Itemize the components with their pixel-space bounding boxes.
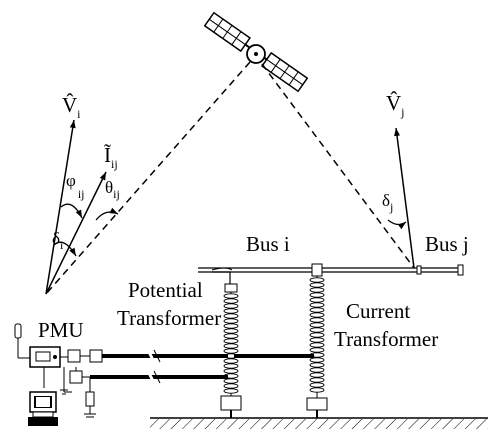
phi-label: φij <box>66 171 84 201</box>
insulator-shed <box>309 377 325 383</box>
insulator-shed <box>309 282 325 288</box>
insulator-shed <box>223 293 239 299</box>
voltage-phasor-j <box>394 127 415 269</box>
bus-j-label: Bus j <box>425 232 469 256</box>
insulator-shed <box>309 312 325 318</box>
insulator-shed <box>223 333 239 339</box>
transmission-line <box>198 263 464 277</box>
insulator-shed <box>223 298 239 304</box>
current-phasor-ij <box>45 171 107 295</box>
voltage-phasor-i <box>45 119 76 295</box>
ct-label-line1: Current <box>346 299 410 323</box>
insulator-shed <box>223 388 239 394</box>
ground <box>150 417 488 429</box>
insulator-shed <box>223 383 239 389</box>
insulator-shed <box>309 372 325 378</box>
current-transformer <box>306 276 328 418</box>
angle-arc-theta <box>95 207 119 221</box>
theta-label: θij <box>105 178 120 201</box>
voltage-i-label: V̂i <box>62 93 81 121</box>
insulator-shed <box>309 292 325 298</box>
angle-arc-delta-i <box>53 241 77 257</box>
current-ij-label: Ĩij <box>104 143 118 171</box>
gps-signal-line-right <box>261 63 415 269</box>
insulator-shed <box>309 322 325 328</box>
insulator-shed <box>309 302 325 308</box>
insulator-shed <box>223 303 239 309</box>
insulator-shed <box>309 357 325 363</box>
insulator-shed <box>309 327 325 333</box>
insulator-shed <box>309 367 325 373</box>
potential-transformer <box>212 271 242 418</box>
insulator-shed <box>223 318 239 324</box>
satellite-icon <box>203 11 309 93</box>
insulator-shed <box>223 378 239 384</box>
pt-label-line1: Potential <box>128 278 203 302</box>
insulator-shed <box>309 347 325 353</box>
delta-j-label: δj <box>382 191 393 214</box>
insulator-shed <box>223 323 239 329</box>
insulator-shed <box>223 338 239 344</box>
insulator-shed <box>309 317 325 323</box>
signal-cables <box>90 349 314 384</box>
insulator-shed <box>223 328 239 334</box>
antenna-icon <box>14 323 30 359</box>
ct-label-line2: Transformer <box>334 327 438 351</box>
delta-i-label: δi <box>52 229 64 252</box>
gps-signal-line-left <box>45 61 251 295</box>
insulator-shed <box>309 362 325 368</box>
insulator-shed <box>223 368 239 374</box>
signal-conditioning-boxes <box>60 349 103 418</box>
insulator-shed <box>223 358 239 364</box>
voltage-j-label: V̂j <box>386 91 405 119</box>
insulator-shed <box>309 332 325 338</box>
pmu-label: PMU <box>38 318 84 342</box>
insulator-shed <box>309 342 325 348</box>
computer-icon <box>28 367 58 426</box>
insulator-shed <box>309 287 325 293</box>
insulator-shed <box>309 382 325 388</box>
insulator-shed <box>309 297 325 303</box>
insulator-shed <box>309 337 325 343</box>
insulator-shed <box>223 343 239 349</box>
insulator-shed <box>223 363 239 369</box>
insulator-shed <box>309 277 325 283</box>
bus-i-label: Bus i <box>246 232 290 256</box>
angle-arc-delta-j <box>387 219 407 230</box>
pt-label-line2: Transformer <box>117 306 221 330</box>
insulator-shed <box>223 308 239 314</box>
insulator-shed <box>309 307 325 313</box>
angle-arc-phi <box>60 203 83 219</box>
pmu-device <box>29 346 61 368</box>
insulator-shed <box>223 313 239 319</box>
insulator-shed <box>223 348 239 354</box>
insulator-shed <box>309 387 325 393</box>
